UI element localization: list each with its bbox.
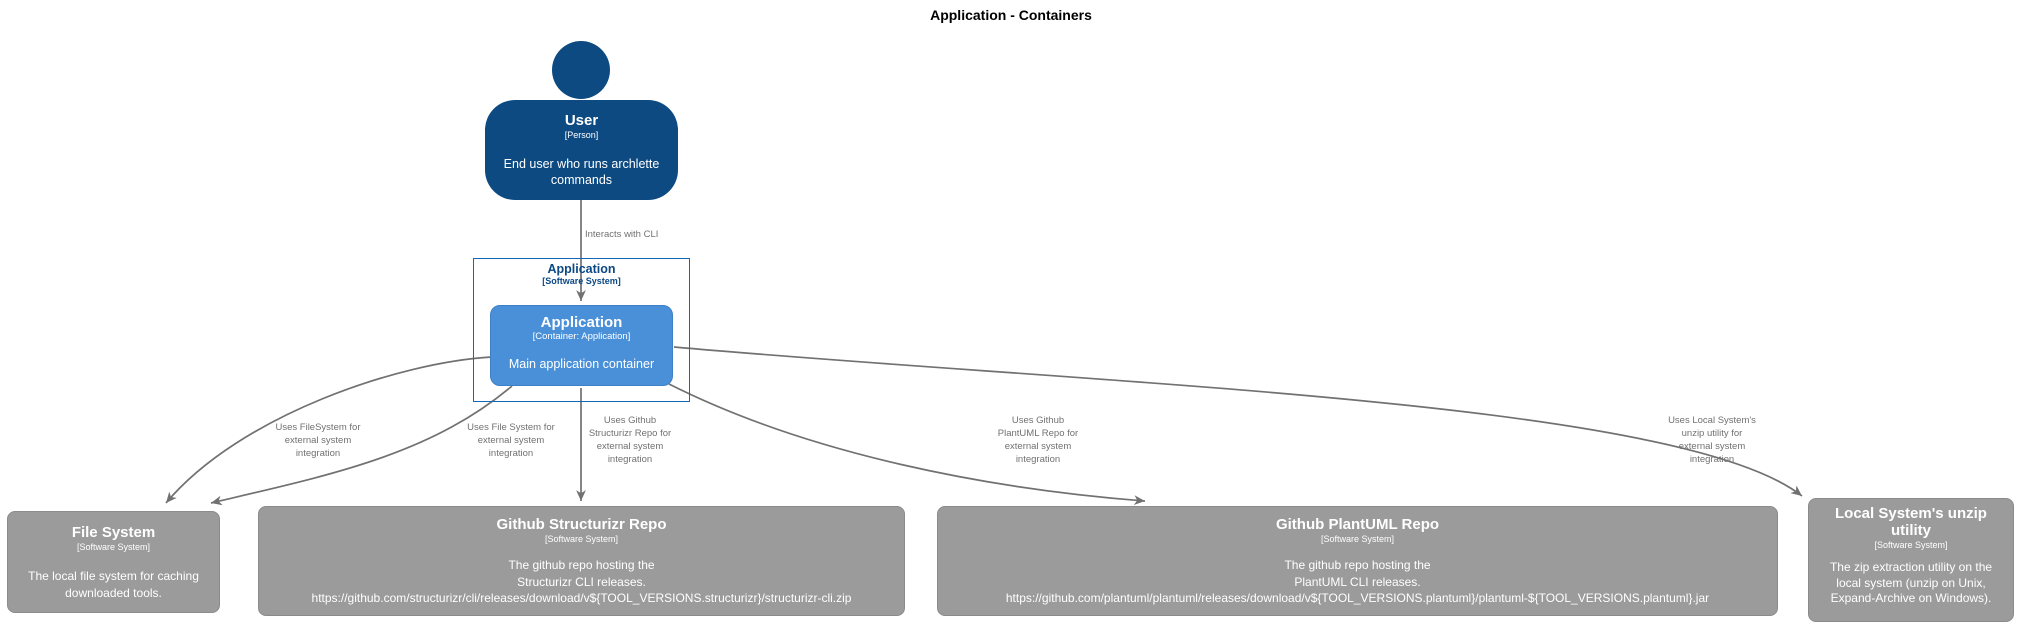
node-container-application: Application [Container: Application] Mai…	[490, 305, 673, 386]
system-name: Github Structurizr Repo	[496, 516, 667, 533]
edge-label-uses-filesystem: Uses FileSystem for external system inte…	[275, 422, 361, 459]
edge-label-interacts-with-cli: Interacts with CLI	[585, 229, 659, 240]
system-meta: [Software System]	[1874, 540, 1948, 550]
system-meta: [Software System]	[1320, 534, 1395, 544]
system-meta: [Software System]	[76, 542, 151, 552]
system-name: Local System's unzip utility	[1835, 505, 1987, 539]
system-meta: [Software System]	[544, 534, 619, 544]
system-description: The github repo hosting the PlantUML CLI…	[1005, 558, 1710, 605]
system-description: The local file system for caching downlo…	[28, 569, 199, 600]
node-person-user: User [Person] End user who runs archlett…	[485, 100, 678, 200]
person-name: User	[564, 112, 599, 129]
system-description: The github repo hosting the Structurizr …	[311, 558, 852, 605]
node-github-structurizr-repo: Github Structurizr Repo [Software System…	[258, 506, 905, 616]
boundary-meta: [Software System]	[542, 276, 621, 286]
system-description: The zip extraction utility on the local …	[1829, 560, 1993, 605]
edge-label-uses-plantuml-repo: Uses Github PlantUML Repo for external s…	[997, 415, 1079, 465]
system-name: File System	[71, 524, 156, 541]
edge-label-uses-file-system: Uses File System for external system int…	[467, 422, 555, 459]
edge-application-to-unzip-utility	[673, 346, 1803, 497]
edge-label-uses-unzip-utility: Uses Local System's unzip utility for ex…	[1668, 415, 1756, 465]
node-file-system: File System [Software System] The local …	[7, 511, 220, 613]
node-local-unzip-utility: Local System's unzip utility [Software S…	[1808, 498, 2014, 622]
node-github-plantuml-repo: Github PlantUML Repo [Software System] T…	[937, 506, 1778, 616]
boundary-name: Application	[547, 262, 616, 276]
person-meta: [Person]	[564, 130, 599, 140]
edge-label-uses-structurizr-repo: Uses Github Structurizr Repo for externa…	[588, 415, 672, 465]
person-head-icon	[552, 41, 610, 99]
container-description: Main application container	[508, 357, 655, 371]
container-name: Application	[540, 314, 623, 331]
diagram-title: Application - Containers	[930, 7, 1092, 23]
person-description: End user who runs archlette commands	[503, 157, 660, 187]
system-name: Github PlantUML Repo	[1275, 516, 1440, 533]
container-meta: [Container: Application]	[532, 331, 631, 342]
